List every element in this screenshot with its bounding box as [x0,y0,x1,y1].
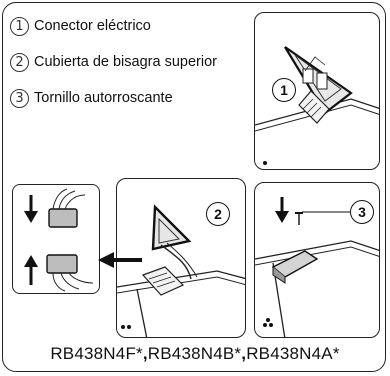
dot-marker-icon [263,161,267,165]
callout-2: 2 [206,202,230,226]
dot-marker-icon [266,318,270,322]
step2-illustration [117,204,245,337]
model-separator: , [241,344,247,363]
screw-icon [295,212,303,225]
connector-bottom-shape [46,254,78,274]
down-arrow-icon [275,211,289,223]
legend-number: 3 [10,88,29,108]
legend-number: 1 [10,16,29,36]
hinge-cover-shape [151,204,192,251]
dot-marker-icon [263,323,267,327]
connector-top-shape [48,208,78,228]
up-arrow-icon [24,255,38,267]
dot-marker-icon [269,323,273,327]
connector-illustration [24,188,94,292]
model-2: RB438N4B* [147,344,242,363]
dot-marker-icon [127,325,131,329]
model-3: RB438N4A* [246,344,340,363]
legend-number: 2 [10,52,29,72]
callout-1: 1 [272,78,296,102]
legend-label: Tornillo autorroscante [34,90,173,106]
legend-label: Conector eléctrico [34,18,151,34]
leader-line [302,211,352,213]
left-arrow-icon [98,252,142,268]
step3-illustration [255,197,379,337]
down-arrow-icon [24,211,38,223]
hinge-plate-shape [271,250,319,278]
callout-3: 3 [350,200,374,224]
legend-label: Cubierta de bisagra superior [34,54,217,70]
dot-marker-icon [121,325,125,329]
model-1: RB438N4F* [50,344,143,363]
step1-illustration [255,46,379,165]
legend-item-hinge-cover: 2 Cubierta de bisagra superior [10,50,217,74]
legend-item-screw: 3 Tornillo autorroscante [10,86,173,110]
model-separator: , [142,344,148,363]
connector-inset-panel [12,184,100,294]
model-numbers: RB438N4F*,RB438N4B*,RB438N4A* [0,344,390,364]
legend-item-connector: 1 Conector eléctrico [10,14,151,38]
